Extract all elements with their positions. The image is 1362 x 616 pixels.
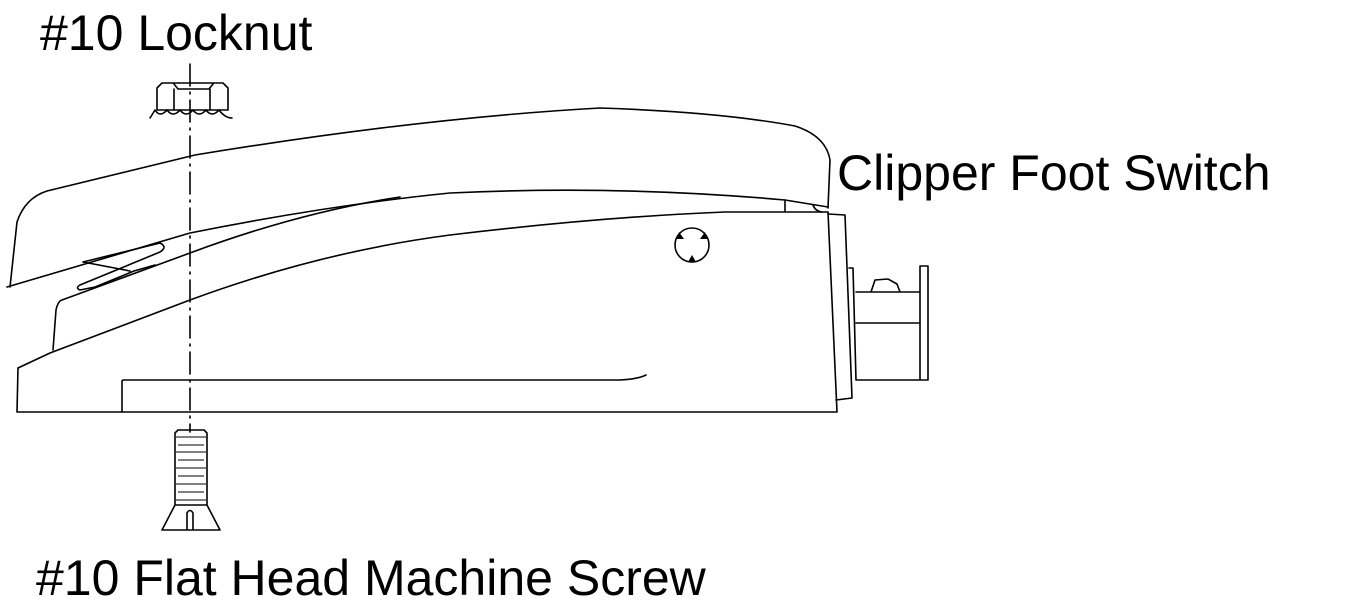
base-outline bbox=[16, 211, 838, 413]
cover-notch bbox=[784, 199, 823, 213]
locknut-label: #10 Locknut bbox=[40, 5, 313, 61]
flat-head-screw-icon bbox=[161, 429, 221, 531]
pedal-cover-lower-edge bbox=[6, 189, 829, 288]
screw-hole-icon bbox=[674, 227, 710, 263]
base-slot bbox=[121, 374, 647, 413]
foot-switch-label: Clipper Foot Switch bbox=[837, 145, 1271, 201]
spring bbox=[76, 242, 165, 291]
end-plate bbox=[827, 213, 853, 401]
foot-switch-body bbox=[6, 107, 929, 413]
screw-label: #10 Flat Head Machine Screw bbox=[36, 550, 706, 606]
pedal-cover bbox=[9, 107, 831, 288]
base-top-edge bbox=[17, 211, 829, 369]
locknut-icon bbox=[149, 82, 233, 119]
connector bbox=[848, 265, 929, 381]
pedal-inner-edge bbox=[52, 196, 401, 351]
